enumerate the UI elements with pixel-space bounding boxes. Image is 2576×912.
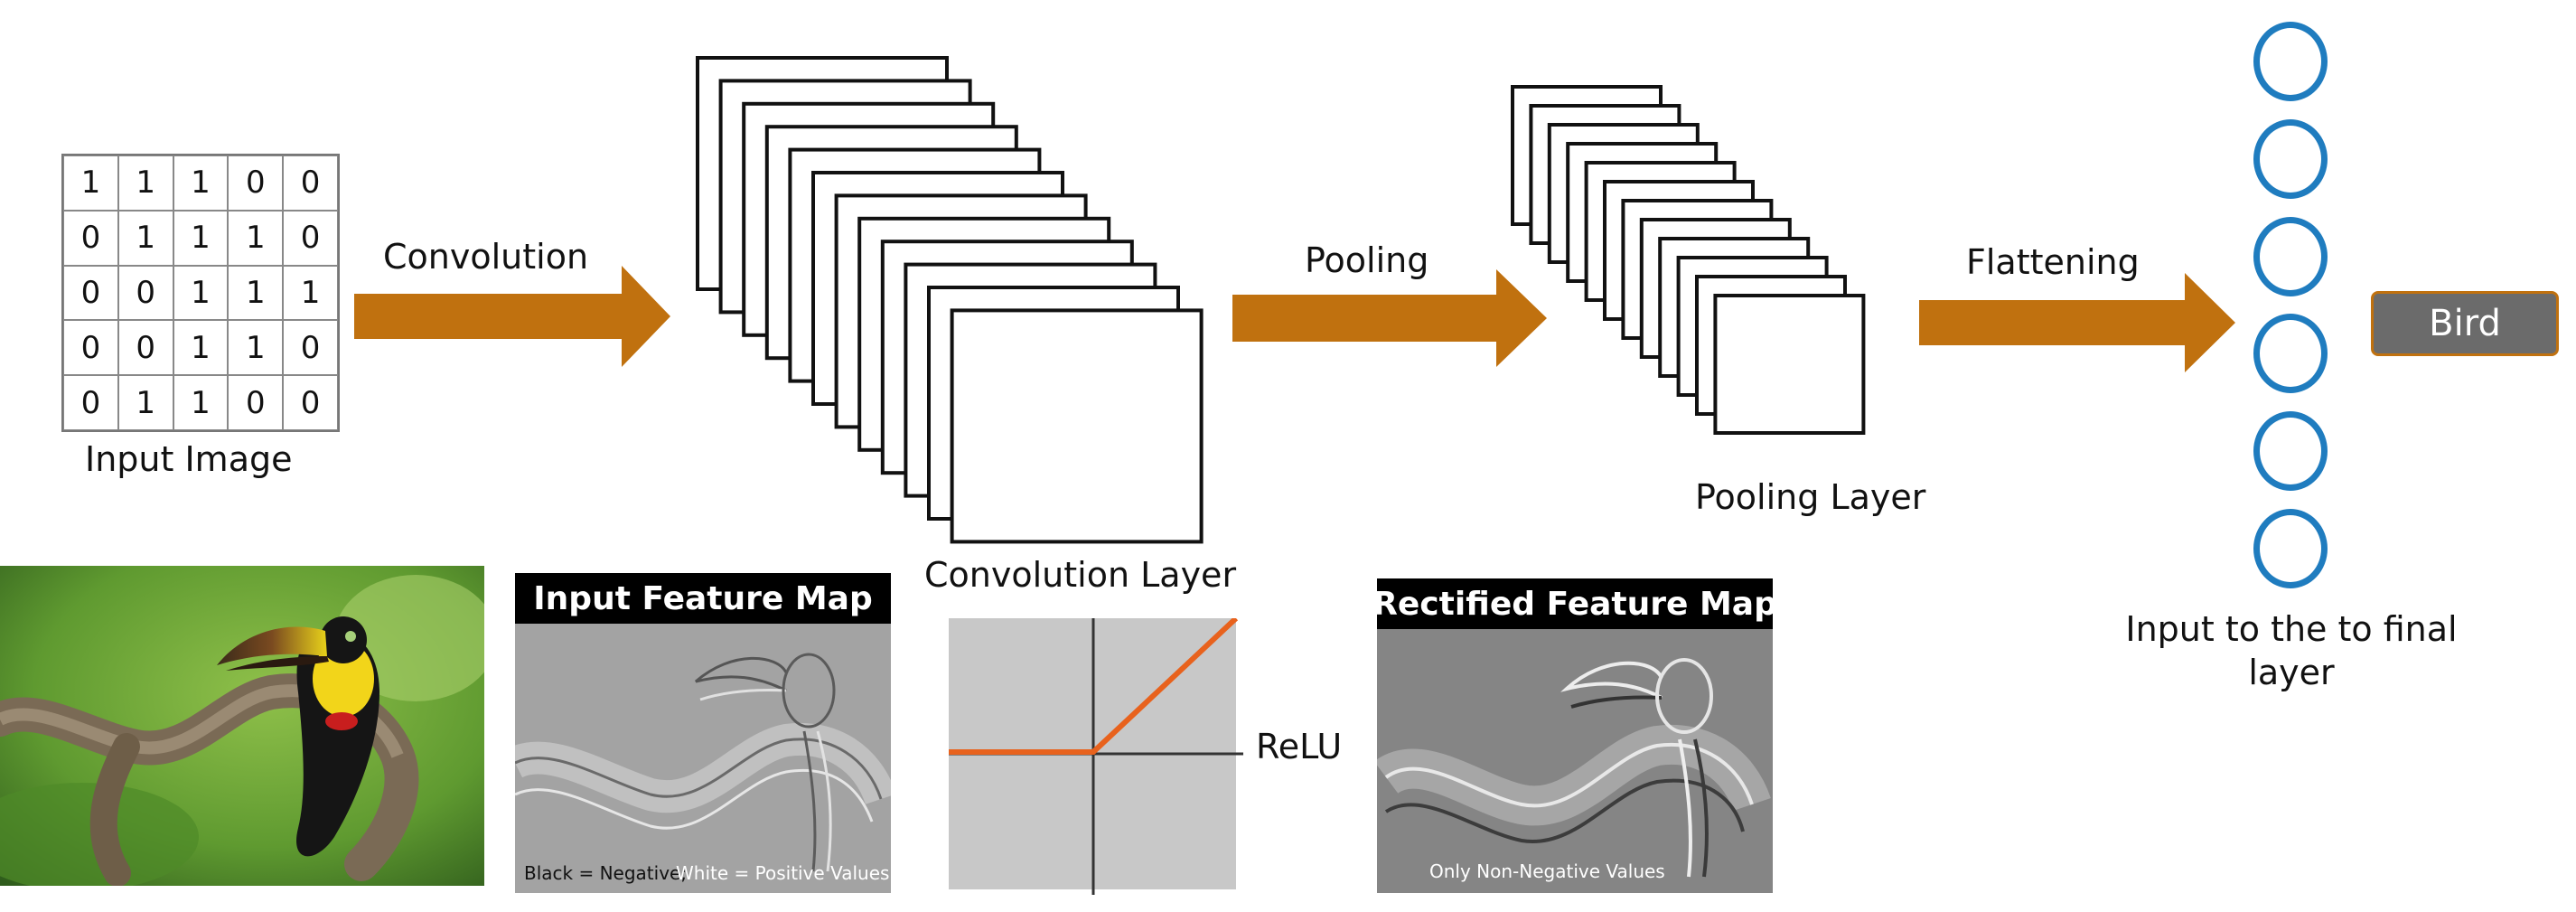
grid-cell: 0 [63,375,118,430]
toucan-photo [0,566,484,886]
positive-caption: White = Positive Values [676,862,890,884]
pooling-layer-label: Pooling Layer [1695,477,1926,517]
grid-cell: 1 [63,155,118,211]
grid-cell: 1 [228,210,284,266]
grid-cell: 1 [173,155,229,211]
relu-graph [949,618,1243,895]
neuron [2253,22,2328,101]
grid-cell: 1 [228,320,284,376]
grid-cell: 0 [117,265,173,321]
grid-cell: 1 [117,210,173,266]
grid-cell: 1 [173,265,229,321]
non-negative-caption: Only Non-Negative Values [1429,860,1665,882]
convolution-arrow [354,266,670,367]
convolution-layer-stack [696,56,1204,544]
grid-cell: 0 [63,210,118,266]
feature-map-layer [1713,294,1866,435]
neuron [2253,314,2328,393]
negative-caption: Black = Negative; [524,862,688,884]
grid-cell: 0 [228,155,284,211]
flattening-arrow [1919,273,2235,372]
grid-cell: 1 [173,210,229,266]
rectified-feature-map-panel: Rectified Feature Map Only Non-Negative … [1377,578,1773,893]
convolution-layer-label: Convolution Layer [924,555,1237,595]
grid-cell: 1 [283,265,338,321]
grid-cell: 0 [63,265,118,321]
input-feature-map-title: Input Feature Map [515,573,891,624]
rectified-map-image [1377,578,1773,893]
pooling-layer-stack [1511,85,1866,435]
grid-cell: 0 [228,375,284,430]
grid-cell: 0 [117,320,173,376]
grid-cell: 1 [228,265,284,321]
convolution-label: Convolution [383,237,589,277]
input-feature-map-panel: Input Feature Map Black = Negative; Whit… [515,573,891,893]
grid-cell: 0 [63,320,118,376]
neuron [2253,411,2328,491]
final-layer-label-line2: layer [2248,653,2335,692]
final-layer-label-line1: Input to the to final [2125,609,2458,649]
output-class-badge: Bird [2371,291,2559,356]
grid-cell: 1 [173,320,229,376]
feature-map-layer [950,308,1204,544]
grid-cell: 0 [283,375,338,430]
neuron [2253,119,2328,199]
rectified-feature-map-title: Rectified Feature Map [1377,578,1773,629]
input-image-label: Input Image [85,439,293,479]
grid-cell: 1 [117,375,173,430]
neuron [2253,217,2328,296]
grid-cell: 0 [283,155,338,211]
grid-cell: 1 [173,375,229,430]
pooling-label: Pooling [1305,240,1429,280]
flattening-label: Flattening [1966,242,2140,282]
relu-label: ReLU [1256,727,1343,766]
relu-curve [949,618,1239,755]
pooling-arrow [1232,269,1547,367]
grid-cell: 0 [283,320,338,376]
neuron [2253,509,2328,588]
grid-cell: 0 [283,210,338,266]
feature-map-image [515,573,891,893]
grid-cell: 1 [117,155,173,211]
